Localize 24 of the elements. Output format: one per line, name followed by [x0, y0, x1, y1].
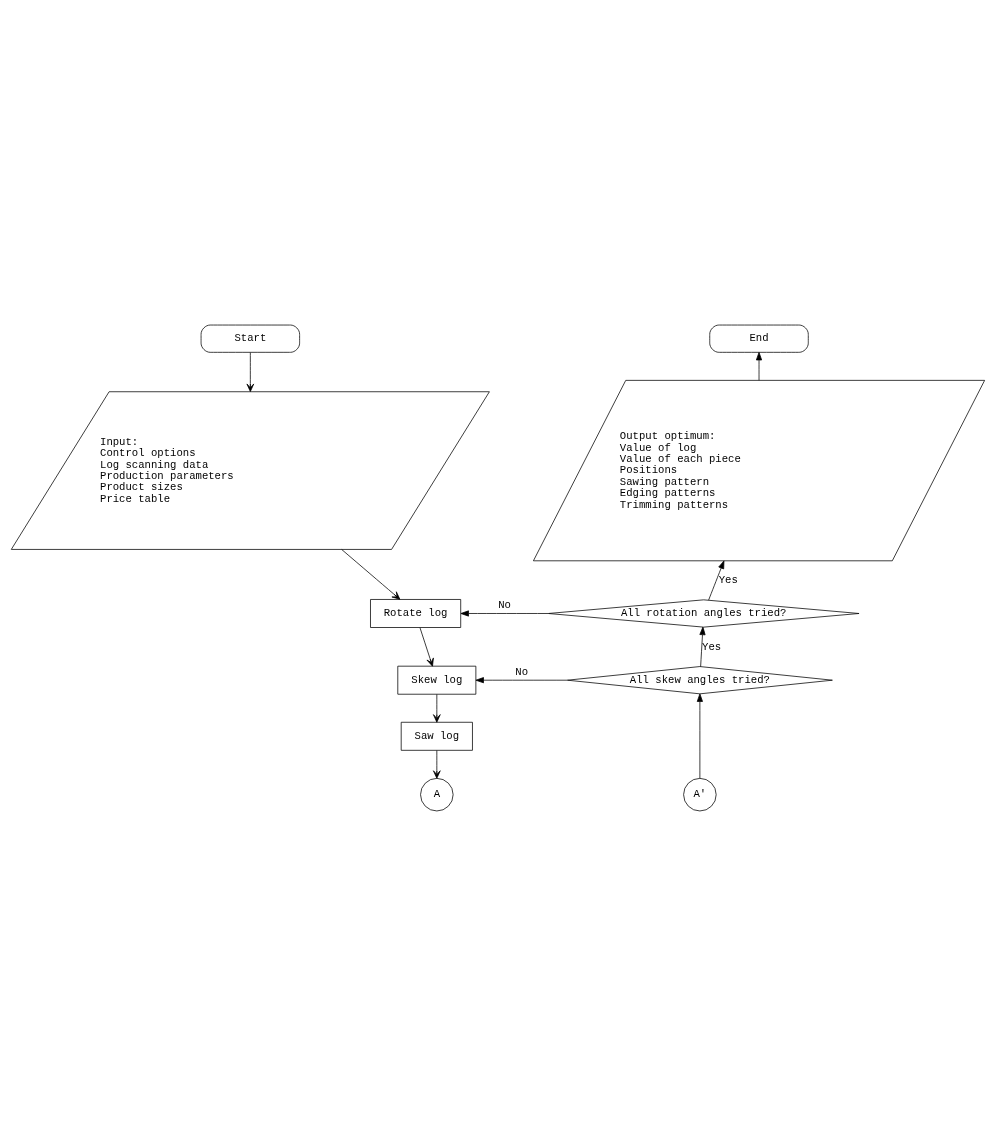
arrow [756, 351, 763, 381]
edge-label: No [515, 665, 529, 678]
arrow [699, 626, 706, 667]
arrow [341, 548, 401, 600]
node-diamond: All skew angles tried? [567, 665, 833, 694]
node-diamond: All rotation angles tried? [547, 598, 860, 627]
node-box: Skew log [397, 665, 477, 695]
node-circle: A' [683, 777, 717, 811]
arrow [708, 560, 725, 600]
arrow [433, 749, 441, 779]
node-box: Rotate log [370, 598, 462, 628]
arrow [460, 609, 549, 616]
edge-label: No [498, 598, 511, 611]
node-box: Start [200, 324, 300, 353]
arrow [433, 693, 441, 723]
edge-label: Yes [718, 573, 738, 586]
arrow [696, 693, 703, 779]
arrow [246, 351, 255, 392]
arrow [419, 626, 434, 667]
edge-label: Yes [702, 640, 722, 653]
arrow [475, 676, 568, 683]
node-box: End [709, 324, 809, 353]
node-box: Saw log [400, 721, 473, 751]
node-circle: A [420, 777, 454, 811]
